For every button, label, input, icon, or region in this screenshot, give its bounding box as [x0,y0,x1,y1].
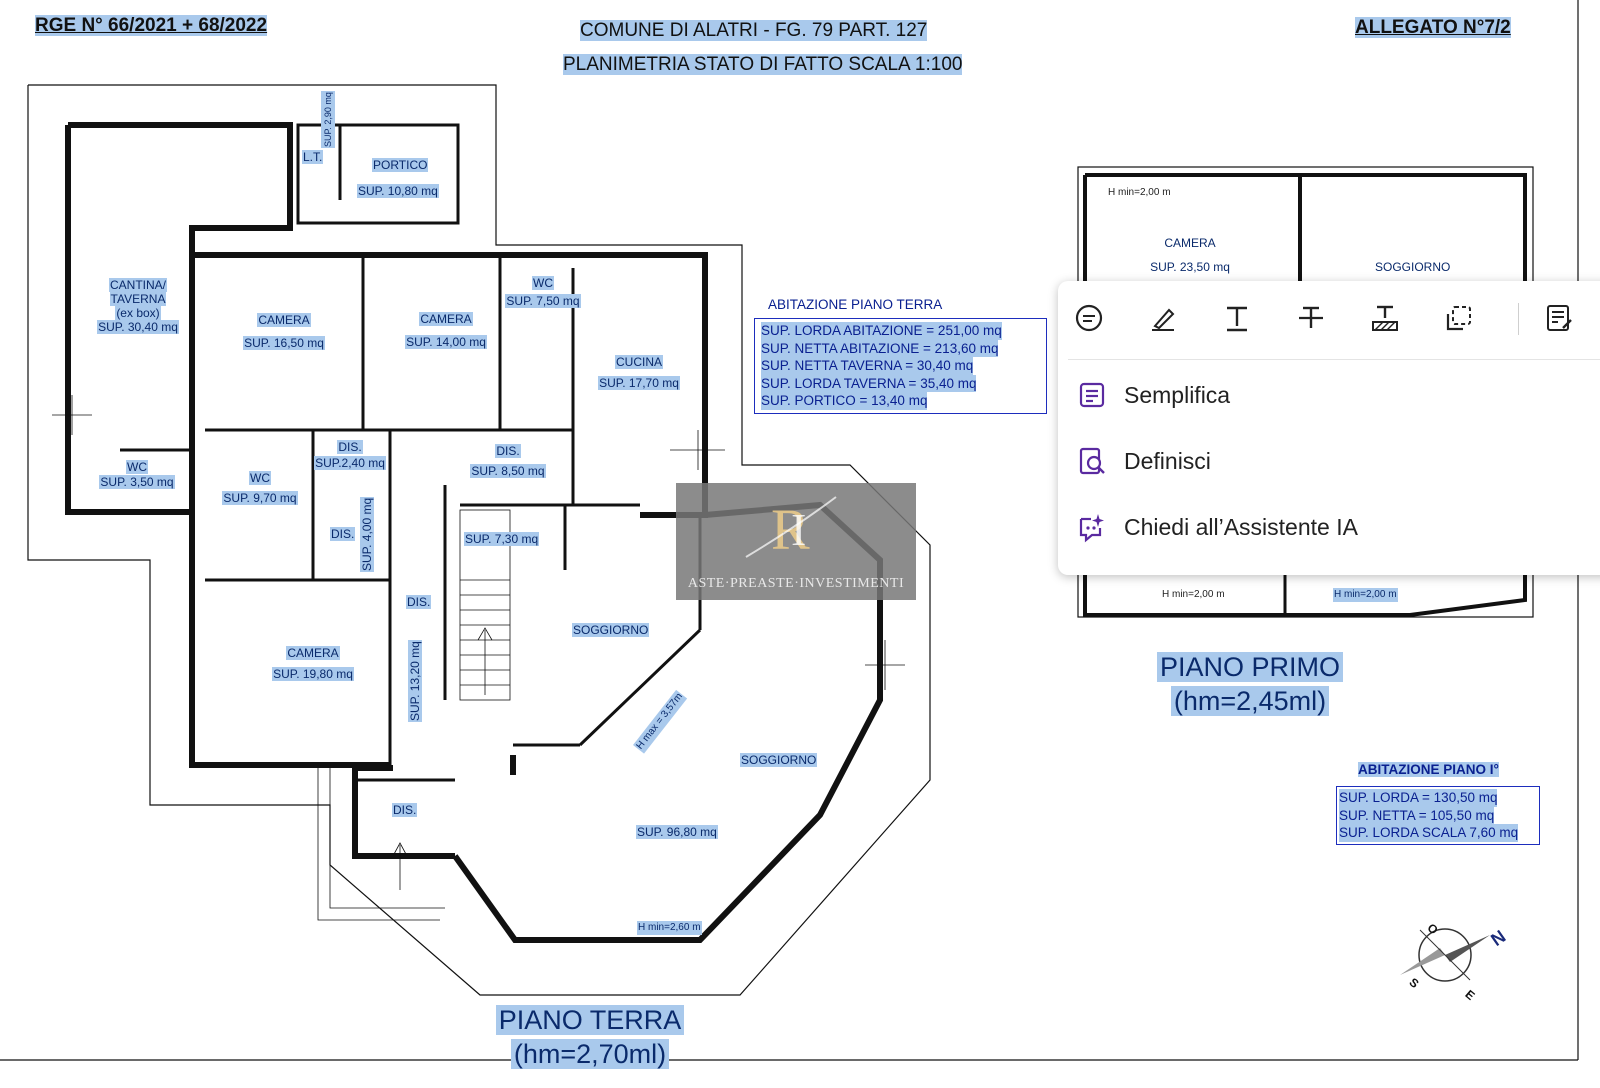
room-dis-4-area: SUP. 13,20 mq [408,640,422,722]
menu-item-chiedi[interactable]: Chiedi all’Assistente IA [1072,502,1592,552]
menu-item-definisci[interactable]: Definisci [1072,436,1592,486]
room-stair-area: SUP. 7,30 mq [464,532,540,546]
menu-item-label: Semplifica [1124,381,1231,408]
popup-divider [1068,359,1600,360]
comment-icon[interactable] [1070,299,1108,337]
room-wc-mid: WC SUP. 9,70 mq [222,471,298,505]
menu-item-label: Chiedi all’Assistente IA [1124,513,1358,540]
ground-summary-line: SUP. LORDA ABITAZIONE = 251,00 mq [761,322,1002,340]
toolbar-separator [1518,303,1519,335]
room-camera-1: CAMERA SUP. 16,50 mq [243,313,325,350]
room-portico: PORTICO [372,158,429,172]
first-floor-title: PIANO PRIMO (hm=2,45ml) [1130,650,1370,718]
svg-text:I: I [791,504,806,555]
selection-icon[interactable] [1440,299,1478,337]
room-cucina: CUCINA SUP. 17,70 mq [598,355,680,390]
room-dis-5: DIS. [392,803,418,817]
watermark: R I ASTE·PREASTE·INVESTIMENTI [676,483,916,600]
notes-icon[interactable] [1540,299,1578,337]
ground-summary-line: SUP. LORDA TAVERNA = 35,40 mq [761,374,977,392]
first-hmin-bottom-right: H min=2,00 m [1333,588,1398,602]
first-hmin-top: H min=2,00 m [1108,187,1171,198]
room-wc-left: WC SUP. 3,50 mq [99,460,175,489]
room-portico-area: SUP. 10,80 mq [357,184,439,198]
room-dis-3: DIS. [330,527,356,541]
define-icon [1072,441,1112,481]
comune-label: COMUNE DI ALATRI - FG. 79 PART. 127 [580,20,928,41]
highlighter-icon[interactable] [1144,299,1182,337]
room-dis-4: DIS. [406,595,432,609]
room-dis-1: DIS. SUP.2,40 mq [314,440,386,470]
ai-context-menu: Semplifica Definisci Chiedi all’Assisten… [1058,281,1600,575]
simplify-icon [1072,375,1112,415]
room-dis-2: DIS. SUP. 8,50 mq [470,444,546,478]
room-lt: L.T. [302,150,324,164]
planimetria-label: PLANIMETRIA STATO DI FATTO SCALA 1:100 [563,54,963,75]
menu-item-semplifica[interactable]: Semplifica [1072,370,1592,420]
allegato-label: ALLEGATO N°7/2 [1355,17,1511,38]
rge-label: RGE N° 66/2021 + 68/2022 [35,15,268,36]
ground-summary-line: SUP. PORTICO = 13,40 mq [761,392,928,410]
first-summary-line: SUP. LORDA SCALA 7,60 mq [1339,824,1519,842]
first-summary-line: SUP. NETTA = 105,50 mq [1339,806,1495,824]
room-soggiorno-2: SOGGIORNO [740,753,818,767]
room-camera-2: CAMERA SUP. 14,00 mq [405,312,487,349]
ground-summary-line: SUP. NETTA ABITAZIONE = 213,60 mq [761,339,999,357]
room-lt-area: SUP. 2,90 mq [321,91,335,148]
room-camera-3: CAMERA SUP. 19,80 mq [272,646,354,681]
first-summary-title: ABITAZIONE PIANO I° [1358,762,1499,777]
ground-summary-line: SUP. NETTA TAVERNA = 30,40 mq [761,357,974,375]
room-cantina: CANTINA/ TAVERNA (ex box) SUP. 30,40 mq [97,278,179,334]
ground-floor-title: PIANO TERRA (hm=2,70ml) [470,1003,710,1071]
ground-summary-box: SUP. LORDA ABITAZIONE = 251,00 mq SUP. N… [754,318,1047,414]
strikethrough-icon[interactable] [1292,299,1330,337]
room-dis-3-area: SUP. 4,00 mq [360,496,374,572]
room-soggiorno-1: SOGGIORNO [572,623,650,637]
room-soggiorno-area: SUP. 96,80 mq [636,825,718,839]
first-hmin-bottom-left: H min=2,00 m [1162,589,1225,600]
first-summary-box: SUP. LORDA = 130,50 mq SUP. NETTA = 105,… [1336,786,1540,845]
compass-graphic [1400,928,1490,982]
text-icon[interactable] [1218,299,1256,337]
underline-icon[interactable] [1366,299,1404,337]
first-room-soggiorno: SOGGIORNO [1375,260,1451,274]
watermark-logo-icon: R I [745,496,837,562]
ground-summary-title: ABITAZIONE PIANO TERRA [768,297,943,312]
menu-item-label: Definisci [1124,447,1211,474]
ai-assistant-icon [1072,507,1112,547]
room-wc-top: WC SUP. 7,50 mq [505,276,581,308]
room-hmin: H min=2,60 m [637,921,702,935]
first-room-camera: CAMERA SUP. 23,50 mq [1150,236,1230,274]
watermark-text: ASTE·PREASTE·INVESTIMENTI [687,576,905,591]
first-summary-line: SUP. LORDA = 130,50 mq [1339,789,1498,807]
